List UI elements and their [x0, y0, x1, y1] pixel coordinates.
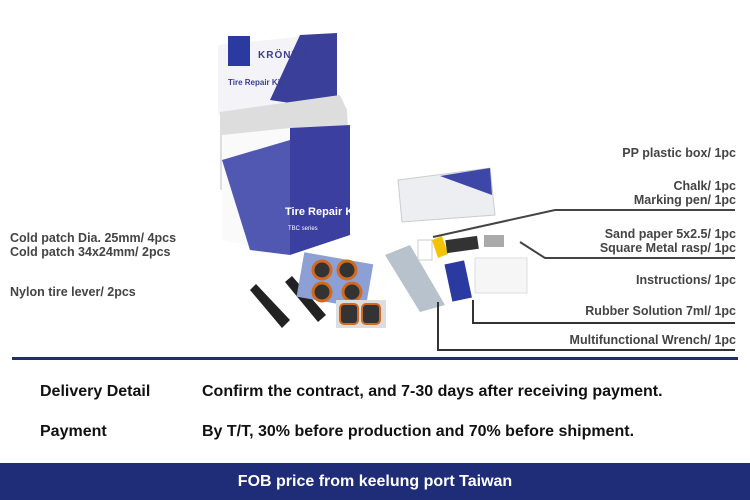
instructions-sheet — [474, 257, 528, 294]
svg-text:TBC series: TBC series — [288, 226, 318, 232]
label-chalk: Chalk/ 1pc — [673, 179, 736, 193]
divider — [12, 357, 738, 360]
detail-value: By T/T, 30% before production and 70% be… — [202, 423, 635, 440]
metal-rasp — [484, 235, 504, 247]
detail-label: Delivery Detail — [40, 383, 151, 400]
chalk — [417, 239, 433, 261]
footer-banner: FOB price from keelung port Taiwan — [0, 463, 750, 500]
label-wrench: Multifunctional Wrench/ 1pc — [569, 333, 736, 347]
label-tire-lever: Nylon tire lever/ 2pcs — [10, 285, 136, 299]
rubber-solution-tube — [444, 260, 472, 302]
svg-text:Tire Repair Kit: Tire Repair Kit — [285, 206, 360, 218]
label-instructions: Instructions/ 1pc — [635, 273, 736, 287]
label-pp-box: PP plastic box/ 1pc — [622, 146, 736, 160]
label-rubber-solution: Rubber Solution 7ml/ 1pc — [585, 304, 736, 318]
svg-text:KRÖNYO: KRÖNYO — [258, 48, 308, 61]
detail-value: Confirm the contract, and 7-30 days afte… — [202, 383, 663, 400]
product-illustration: KRÖNYO Tire Repair Kit Tire Repair Kit T… — [10, 33, 735, 351]
detail-label: Payment — [40, 423, 107, 440]
label-marking-pen: Marking pen/ 1pc — [633, 193, 736, 207]
marking-pen — [432, 236, 448, 258]
label-sand-paper: Sand paper 5x2.5/ 1pc — [604, 227, 736, 241]
display-box: KRÖNYO Tire Repair Kit Tire Repair Kit T… — [218, 33, 360, 255]
wrench — [385, 245, 445, 312]
cold-patches — [296, 252, 386, 328]
label-metal-rasp: Square Metal rasp/ 1pc — [599, 241, 736, 255]
tire-levers — [250, 276, 326, 328]
label-cold-patch-round: Cold patch Dia. 25mm/ 4pcs — [10, 231, 177, 245]
label-cold-patch-rect: Cold patch 34x24mm/ 2pcs — [10, 245, 171, 259]
sand-paper — [445, 235, 479, 254]
pp-plastic-box — [397, 167, 496, 223]
leader-lines — [10, 160, 735, 351]
svg-text:Tire Repair Kit: Tire Repair Kit — [228, 78, 283, 87]
